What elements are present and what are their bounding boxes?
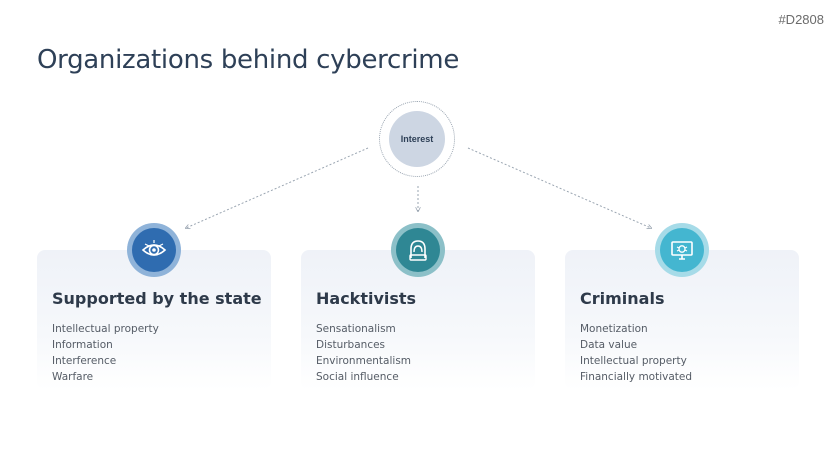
list-item: Environmentalism bbox=[316, 355, 412, 367]
list-item: Sensationalism bbox=[316, 323, 396, 335]
card-heading: Hacktivists bbox=[316, 289, 417, 308]
card-list: Sensationalism Disturbances Environmenta… bbox=[316, 321, 411, 385]
list-item: Interference bbox=[52, 355, 117, 367]
badge-state bbox=[127, 223, 181, 277]
slide-code: #D2808 bbox=[778, 12, 824, 27]
list-item: Intellectual property bbox=[52, 323, 159, 335]
list-item: Data value bbox=[580, 339, 638, 351]
interest-hub-ring bbox=[379, 101, 455, 177]
badge-criminals bbox=[655, 223, 709, 277]
arrow-to-state bbox=[186, 147, 369, 228]
interest-hub: Interest bbox=[389, 111, 445, 167]
monitor-bug-icon bbox=[671, 241, 693, 260]
interest-hub-label: Interest bbox=[400, 134, 434, 144]
list-item: Disturbances bbox=[316, 339, 386, 351]
card-list: Intellectual property Information Interf… bbox=[52, 321, 159, 385]
list-item: Intellectual property bbox=[580, 355, 687, 367]
badge-hacktivists bbox=[391, 223, 445, 277]
arrow-to-criminals bbox=[467, 147, 651, 228]
list-item: Warfare bbox=[52, 371, 94, 383]
card-heading: Supported by the state bbox=[52, 289, 262, 308]
list-item: Financially motivated bbox=[580, 371, 693, 383]
list-item: Information bbox=[52, 339, 113, 351]
card-heading: Criminals bbox=[580, 289, 665, 308]
card-list: Monetization Data value Intellectual pro… bbox=[580, 321, 692, 385]
list-item: Monetization bbox=[580, 323, 648, 335]
page-title: Organizations behind cybercrime bbox=[37, 45, 460, 76]
eye-icon bbox=[141, 240, 167, 256]
list-item: Social influence bbox=[316, 371, 399, 383]
hooded-hacker-icon bbox=[409, 240, 427, 261]
